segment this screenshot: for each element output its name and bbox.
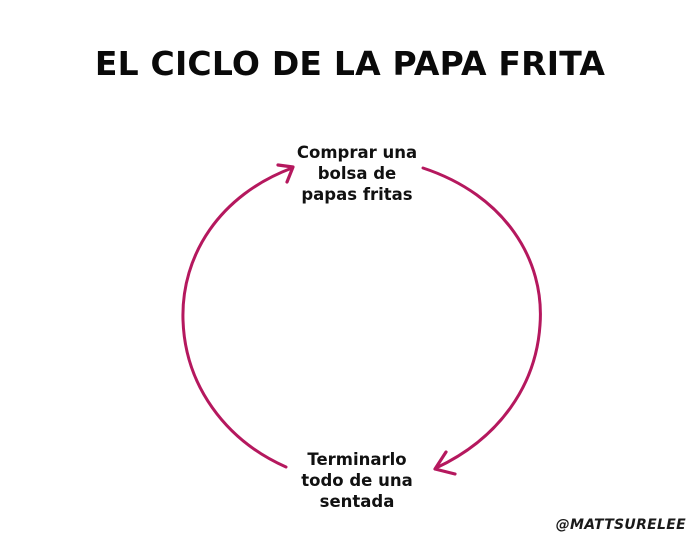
node-buy-line-2: bolsa de [317, 164, 397, 183]
node-finish-line-1: Terminarlo [307, 450, 407, 469]
arrowhead-down-left-icon [433, 450, 457, 476]
arrow-finish-to-buy [181, 163, 295, 469]
arc-left [181, 166, 294, 469]
node-buy-chips: Comprar una bolsa de papas fritas [272, 142, 442, 205]
diagram-title: EL CICLO DE LA PAPA FRITA [94, 44, 606, 83]
node-buy-line-1: Comprar una [296, 143, 418, 162]
arc-right [421, 166, 542, 470]
node-buy-line-3: papas fritas [301, 185, 413, 204]
node-finish-line-2: todo de una [301, 471, 413, 490]
author-credit: @MATTSURELEE [555, 517, 686, 533]
node-finish-line-3: sentada [319, 492, 395, 511]
arrow-buy-to-finish [421, 166, 542, 476]
node-finish-chips: Terminarlo todo de una sentada [272, 449, 442, 512]
arrowhead-up-right-icon [276, 163, 295, 184]
